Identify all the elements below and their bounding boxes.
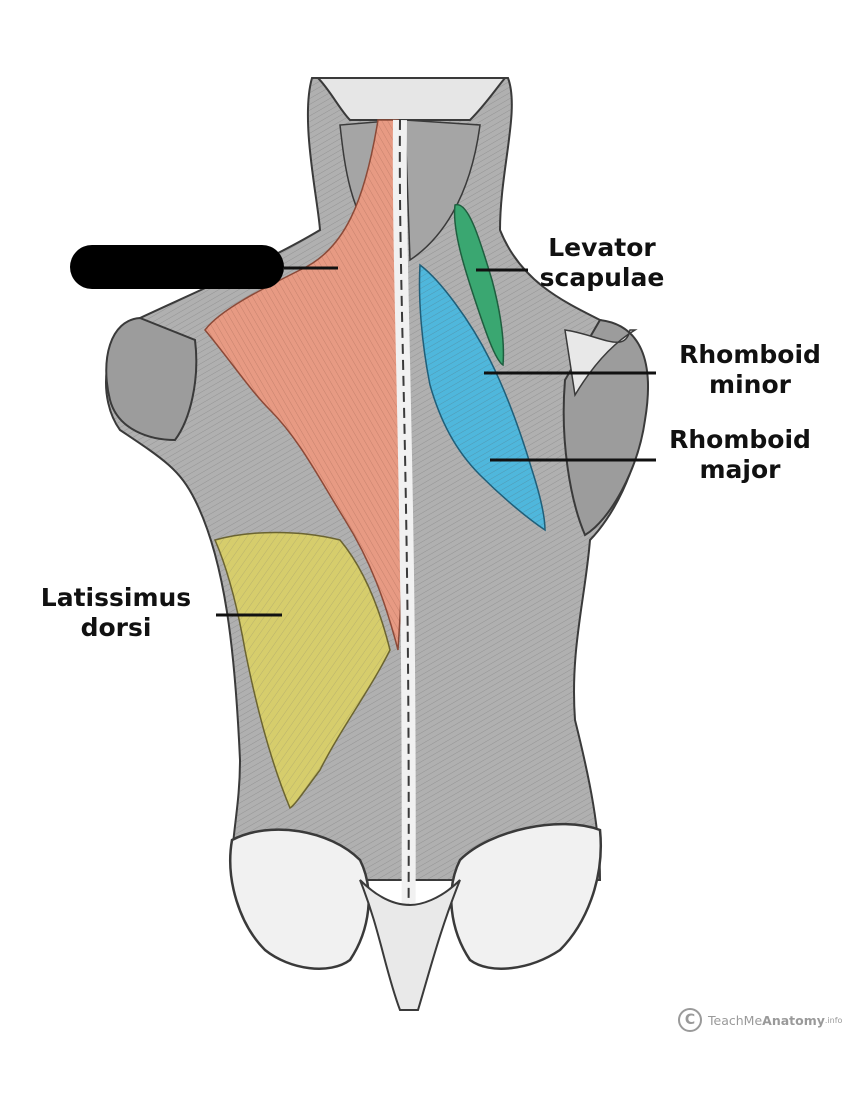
label-latissimus-dorsi: Latissimus dorsi	[36, 583, 196, 643]
label-rhomboid-major-line1: Rhomboid	[669, 425, 811, 454]
redaction-box	[70, 245, 284, 289]
label-rhomboid-minor: Rhomboid minor	[664, 340, 836, 400]
watermark-suffix: .info	[824, 1015, 843, 1025]
label-levator-scapulae: Levator scapulae	[532, 233, 672, 293]
label-latissimus-dorsi-line2: dorsi	[80, 613, 152, 642]
levator-scapulae-muscle	[453, 204, 505, 367]
label-levator-scapulae-line2: scapulae	[539, 263, 665, 292]
label-levator-scapulae-line1: Levator	[548, 233, 656, 262]
pelvis-bone	[229, 822, 602, 1011]
label-latissimus-dorsi-line1: Latissimus	[40, 583, 192, 612]
watermark-brand-bold: Anatomy	[762, 1012, 825, 1028]
label-rhomboid-major: Rhomboid major	[654, 425, 826, 485]
spine	[392, 119, 416, 1011]
label-rhomboid-major-line2: major	[699, 455, 781, 484]
copyright-icon: C	[678, 1008, 702, 1032]
label-rhomboid-minor-line2: minor	[709, 370, 791, 399]
label-rhomboid-minor-line1: Rhomboid	[679, 340, 821, 369]
watermark-brand-light: TeachMe	[708, 1012, 763, 1028]
